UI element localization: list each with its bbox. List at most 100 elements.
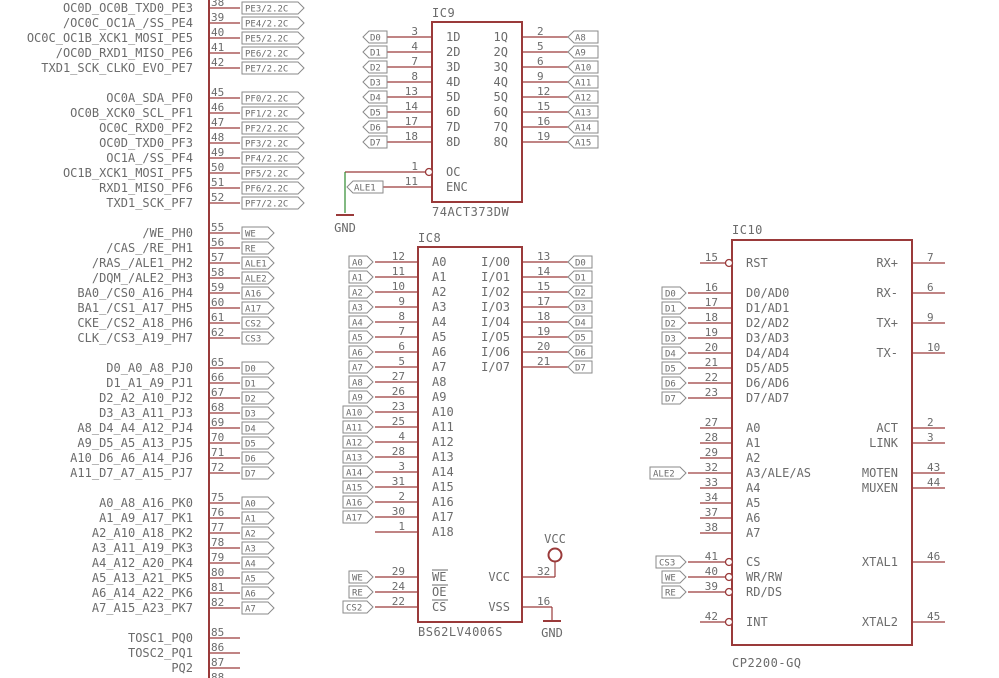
ic9-pin-number: 12	[537, 85, 550, 98]
ic10-pin-number: 7	[927, 251, 934, 264]
ic9-in-d4-tag: D4	[362, 90, 388, 104]
mcu-net-a1-label: A1	[245, 515, 256, 525]
net-flag-outline	[241, 316, 275, 330]
ic8-io-d2-tag: D2	[567, 285, 593, 299]
mcu-pin-number: 41	[211, 41, 224, 54]
mcu-net-a17-label: A17	[245, 305, 261, 315]
mcu-pin-name: A10_D6_A6_A14_PJ6	[70, 451, 193, 465]
net-flag-outline	[241, 226, 275, 240]
ic9-pin-number: 8	[411, 70, 418, 83]
mcu-pin-name: A11_D7_A7_A15_PJ7	[70, 466, 193, 480]
ic10-data-d6-label: D6	[665, 380, 676, 390]
ic8-io-d6-tag: D6	[567, 345, 593, 359]
ic9-pin-number: 7	[411, 55, 418, 68]
ic9-in-d7-tag: D7	[362, 135, 388, 149]
ic10-pin-name: MOTEN	[862, 466, 898, 480]
ic8-io-d2-label: D2	[575, 289, 586, 299]
ic8-pin-name: A15	[432, 480, 454, 494]
net-flag-outline	[241, 541, 275, 555]
ic8-pin-name: CS	[432, 600, 446, 614]
mcu-pin-number: 71	[211, 446, 224, 459]
ic10-pin-number: 32	[705, 461, 718, 474]
mcu-net-d0-label: D0	[245, 365, 256, 375]
ic9-enc-ale1-tag: ALE1	[346, 180, 384, 194]
ic9-in-d5-label: D5	[370, 109, 381, 119]
mcu-net-d3-label: D3	[245, 410, 256, 420]
ic10-addr-ale2-label: ALE2	[653, 470, 675, 480]
ic8-pin-number: 10	[392, 280, 405, 293]
net-flag-outline	[567, 45, 599, 59]
mcu-net-cs2-tag: CS2	[241, 316, 275, 330]
mcu-net-d6-label: D6	[245, 455, 256, 465]
mcu-pin-number: 78	[211, 536, 224, 549]
ic9-pin-number: 4	[411, 40, 418, 53]
mcu-pin-number: 77	[211, 521, 224, 534]
ic8-addr-a6-tag: A6	[348, 345, 374, 359]
ic9-pin-name: 4Q	[494, 75, 508, 89]
mcu-net-pe722c-tag: PE7/2.2C	[241, 61, 305, 75]
ic8-pin-number: 19	[537, 325, 550, 338]
mcu-pin-number: 56	[211, 236, 224, 249]
ic8-io-d0-label: D0	[575, 259, 586, 269]
mcu-net-pf622c-tag: PF6/2.2C	[241, 181, 305, 195]
ic8-io-d0-tag: D0	[567, 255, 593, 269]
net-flag-outline	[362, 90, 388, 104]
net-flag-outline	[241, 601, 275, 615]
mcu-pin-name: OC0C_RXD0_PF2	[99, 121, 193, 135]
net-flag-outline	[342, 405, 374, 419]
ic8-addr-a1-label: A1	[352, 274, 363, 284]
ic8-vss-number: 16	[537, 595, 550, 608]
ic8-pin-number: 6	[398, 340, 405, 353]
net-flag-outline	[348, 345, 374, 359]
ic9-enc-number: 11	[405, 175, 418, 188]
ic10-pin-number: 21	[705, 356, 718, 369]
ic8-pin-name: A7	[432, 360, 446, 374]
net-flag-outline	[241, 571, 275, 585]
ic8-io-d4-label: D4	[575, 319, 586, 329]
ic8-pin-number: 27	[392, 370, 405, 383]
ic8-pin-number: 3	[398, 460, 405, 473]
ic9-in-d4-label: D4	[370, 94, 381, 104]
mcu-net-cs3-label: CS3	[245, 335, 261, 345]
mcu-net-re-tag: RE	[241, 241, 275, 255]
ic10-ctrl-bubble	[724, 587, 734, 597]
ic10-pin-name: A6	[746, 511, 760, 525]
mcu-net-pf722c-tag: PF7/2.2C	[241, 196, 305, 210]
net-flag-outline	[241, 196, 305, 210]
mcu-pin-number: 72	[211, 461, 224, 474]
vcc-symbol	[547, 547, 563, 563]
ic8-addr-a11-tag: A11	[342, 420, 374, 434]
net-flag-outline	[362, 120, 388, 134]
mcu-pin-number: 69	[211, 416, 224, 429]
ic9-in-d7-label: D7	[370, 139, 381, 149]
mcu-net-pe422c-label: PE4/2.2C	[245, 20, 288, 30]
ic8-pin-name: I/O2	[481, 285, 510, 299]
ic8-pin-number: 5	[398, 355, 405, 368]
net-flag-outline	[362, 105, 388, 119]
ic9-in-d1-label: D1	[370, 49, 381, 59]
net-flag-outline	[241, 406, 275, 420]
mcu-pin-name: OC0B_XCK0_SCL_PF1	[70, 106, 193, 120]
ic8-addr-a0-label: A0	[352, 259, 363, 269]
ic8-io-d6-label: D6	[575, 349, 586, 359]
ic8-pin-number: 13	[537, 250, 550, 263]
net-flag-outline	[567, 285, 593, 299]
net-flag-outline	[348, 585, 374, 599]
ic10-pin-name: MUXEN	[862, 481, 898, 495]
ic8-pin-number: 18	[537, 310, 550, 323]
ic8-pin-name: A4	[432, 315, 446, 329]
ic9-out-a8-tag: A8	[567, 30, 599, 44]
ic8-addr-a10-label: A10	[346, 409, 362, 419]
ic9-out-a14-label: A14	[575, 124, 591, 134]
ic10-pin-number: 19	[705, 326, 718, 339]
mcu-net-a16-tag: A16	[241, 286, 275, 300]
mcu-net-d2-label: D2	[245, 395, 256, 405]
net-flag-outline	[661, 316, 687, 330]
ic8-vss-name: VSS	[488, 600, 510, 614]
ic8-addr-a5-tag: A5	[348, 330, 374, 344]
ic8-pin-name: A1	[432, 270, 446, 284]
net-flag-outline	[362, 45, 388, 59]
net-flag-outline	[567, 360, 593, 374]
mcu-net-pf022c-label: PF0/2.2C	[245, 95, 288, 105]
net-flag-outline	[567, 315, 593, 329]
